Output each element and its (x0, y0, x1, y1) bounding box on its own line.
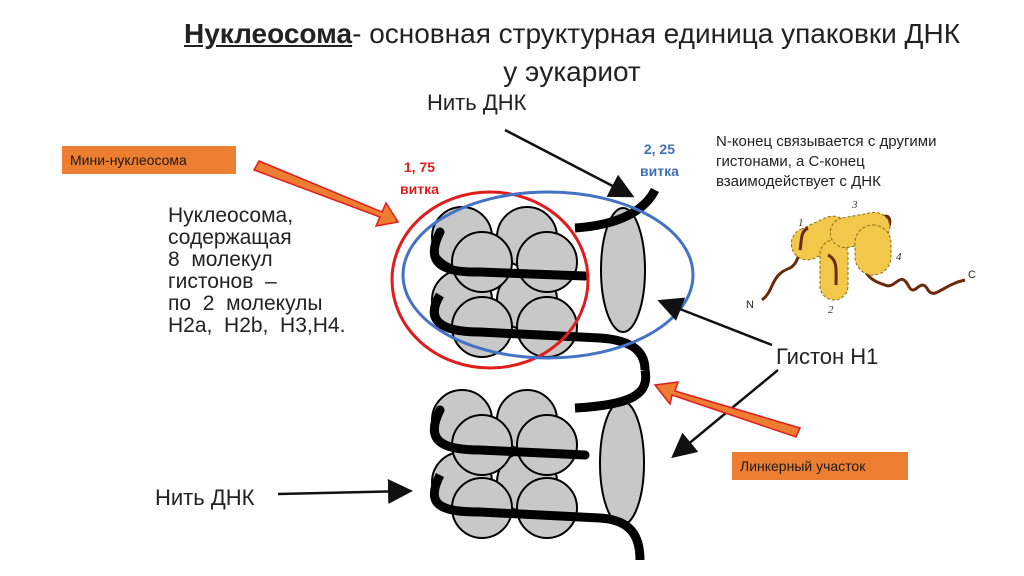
helix-2 (819, 239, 849, 301)
turns-red-label: 1, 75 витка (400, 156, 439, 200)
arrow-h1-upper (657, 297, 773, 347)
helix-4 (854, 224, 892, 276)
helix-label-3: 3 (851, 199, 858, 211)
dna-strand (429, 227, 590, 281)
orange-arrow-linker (653, 381, 802, 438)
mini-nucleosome-label: Мини-нуклеосома (62, 146, 236, 174)
c-terminus-label: C (968, 269, 976, 281)
histone-h1 (599, 400, 645, 526)
histone-h1 (600, 207, 646, 333)
helix-label-1: 1 (798, 217, 804, 229)
histone-h1-molecule: 1 2 3 4 N C (746, 199, 976, 316)
terminus-note: N-конец связывается с другими гистонами,… (716, 133, 937, 190)
n-terminus-label: N (746, 299, 754, 311)
helix-label-2: 2 (828, 304, 834, 316)
arrow-dna-top (504, 128, 635, 198)
nucleosome-description: Нуклеосома, содержащая 8 молекул гистоно… (168, 204, 346, 337)
histone-core (451, 231, 513, 293)
turns-blue-unit: витка (640, 163, 679, 179)
histone-core (516, 296, 578, 358)
histone-core (516, 231, 578, 293)
title-term: Нуклеосома (183, 18, 353, 49)
turns-ellipse-red (390, 190, 590, 370)
arrow-dna-bottom (277, 478, 413, 504)
turns-ellipse-blue (401, 190, 695, 360)
slide-title: Нуклеосома- основная структурная единица… (60, 18, 1024, 50)
dna-strand (574, 187, 660, 233)
histone-core (516, 414, 578, 476)
linker-region-label: Линкерный участок (732, 452, 908, 480)
turns-blue-value: 2, 25 (643, 141, 675, 157)
dna-strand (429, 405, 590, 460)
turns-blue-label: 2, 25 витка (640, 138, 679, 182)
dna-strand-label-bottom: Нить ДНК (155, 485, 255, 510)
slide-title-line2: у эукариот (503, 56, 641, 87)
dna-strand-label-top: Нить ДНК (427, 90, 527, 115)
lower-nucleosome (429, 369, 651, 561)
title-rest: - основная структурная единица упаковки … (352, 18, 961, 49)
dna-strand (429, 292, 650, 371)
dna-strand (429, 472, 645, 561)
histone-h1-label: Гистон Н1 (776, 344, 879, 369)
histone-core (516, 477, 578, 539)
c-tail (858, 239, 966, 295)
helix-label-4: 4 (896, 251, 902, 263)
dna-strand (574, 369, 651, 413)
turns-red-unit: витка (400, 181, 439, 197)
turns-red-value: 1, 75 (403, 159, 435, 175)
orange-arrow-mini-nucleosome (252, 160, 400, 227)
